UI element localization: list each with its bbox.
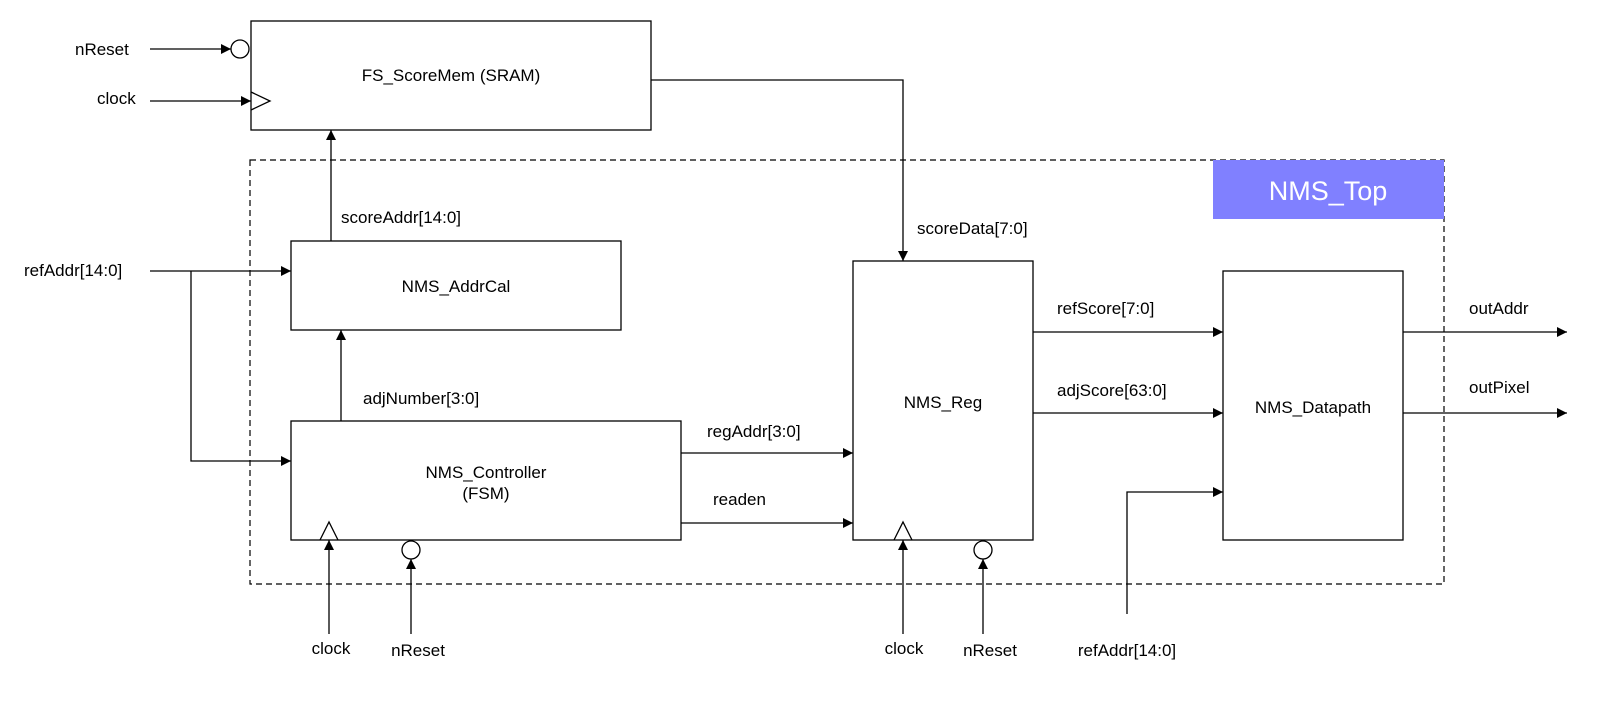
controller-nreset-bubble — [401, 540, 421, 560]
ctrl-nreset-label: nReset — [391, 641, 445, 660]
readen-label: readen — [713, 490, 766, 509]
sram-clock-triangle — [250, 91, 272, 111]
out-pixel-label: outPixel — [1469, 378, 1529, 397]
out-addr-label: outAddr — [1469, 299, 1529, 318]
reg-clock-label: clock — [885, 639, 924, 658]
reg-nreset-bubble — [973, 540, 993, 560]
nms-top-boundary — [249, 159, 1445, 585]
controller-clock-triangle — [319, 520, 339, 541]
ref-addr-in-label: refAddr[14:0] — [24, 261, 122, 280]
reg-clock-triangle — [893, 520, 913, 541]
dp-ref-addr-wire — [1126, 487, 1223, 614]
addrcal-block-label: NMS_AddrCal — [402, 277, 511, 296]
adj-number-label: adjNumber[3:0] — [363, 389, 479, 408]
datapath-block-label: NMS_Datapath — [1255, 398, 1371, 417]
score-addr-label: scoreAddr[14:0] — [341, 208, 461, 227]
controller-block-label: NMS_Controller — [426, 463, 547, 482]
reg-addr-label: regAddr[3:0] — [707, 422, 801, 441]
datapath-block — [1222, 270, 1404, 541]
ctrl-clock-label: clock — [312, 639, 351, 658]
addrcal-block — [290, 240, 622, 331]
ref-addr-branch-wire — [190, 271, 291, 466]
sram-block-label: FS_ScoreMem (SRAM) — [362, 66, 541, 85]
nms-top-label-box — [1213, 160, 1444, 219]
nms-top-label: NMS_Top — [1269, 176, 1388, 206]
ref-score-label: refScore[7:0] — [1057, 299, 1154, 318]
sram-block — [250, 20, 652, 131]
sram-clock-label: clock — [97, 89, 136, 108]
sram-nreset-label: nReset — [75, 40, 129, 59]
reg-block — [852, 260, 1034, 541]
reg-nreset-label: nReset — [963, 641, 1017, 660]
score-data-wire — [651, 79, 908, 261]
dp-ref-addr-label: refAddr[14:0] — [1078, 641, 1176, 660]
controller-block — [290, 420, 682, 541]
score-data-label: scoreData[7:0] — [917, 219, 1028, 238]
controller-block-sublabel: (FSM) — [462, 484, 509, 503]
reg-block-label: NMS_Reg — [904, 393, 982, 412]
adj-score-label: adjScore[63:0] — [1057, 381, 1167, 400]
sram-nreset-bubble — [230, 39, 250, 59]
